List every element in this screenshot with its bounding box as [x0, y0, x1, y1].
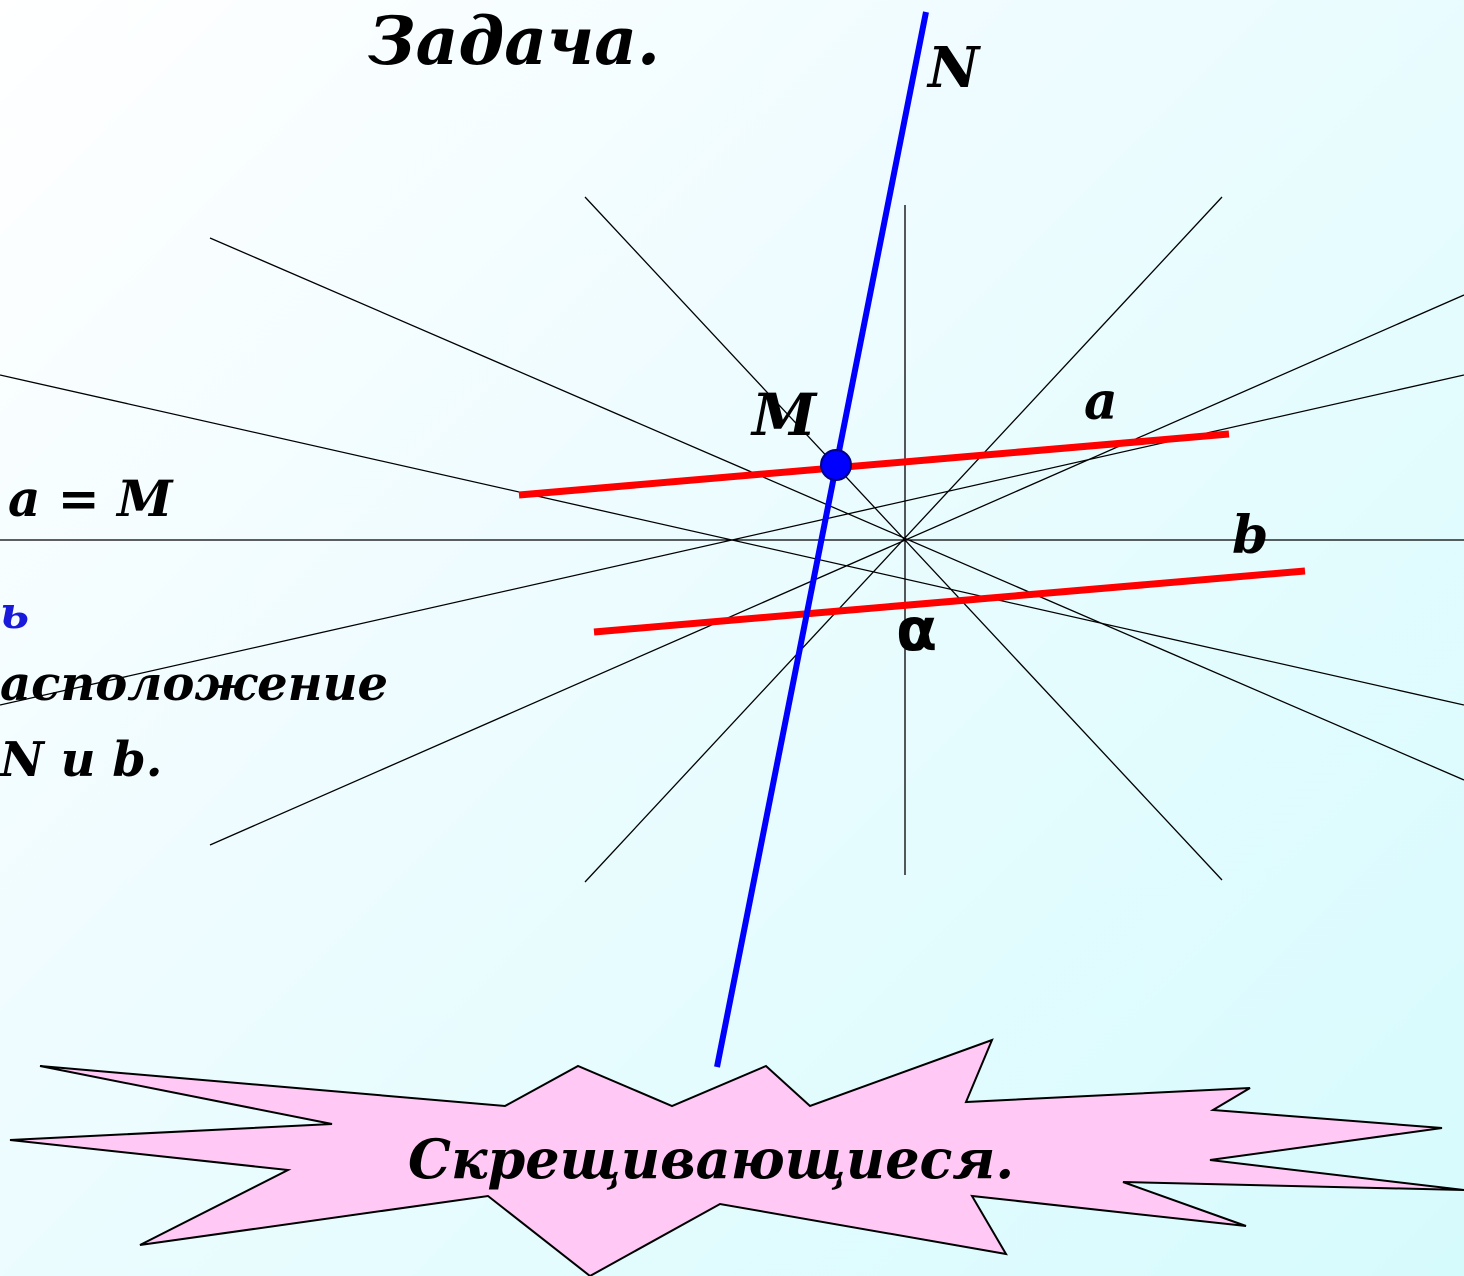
- answer-text: Скрещивающиеся.: [408, 1127, 1015, 1191]
- label-a: a: [1084, 371, 1118, 432]
- task-text-line3: N и b.: [0, 732, 163, 788]
- ray-shallow-up: [0, 374, 1464, 706]
- ray-steep-down: [584, 196, 1223, 881]
- page-title: Задача.: [368, 2, 660, 80]
- line-b: [593, 567, 1306, 636]
- ray-steep-up: [584, 196, 1223, 883]
- label-b: b: [1232, 505, 1269, 566]
- ray-medium-down: [209, 237, 1464, 781]
- plane-rays: [0, 196, 1464, 883]
- task-text-line2: асположение: [0, 656, 389, 712]
- label-N: N: [928, 35, 980, 101]
- condition-text: a = M: [8, 469, 173, 528]
- task-text-line1: ь: [0, 588, 30, 639]
- line-a: [518, 430, 1230, 499]
- line-MN: [714, 11, 929, 1068]
- point-M: [820, 449, 852, 481]
- answer-star: [9, 1038, 1464, 1276]
- label-M: M: [752, 381, 817, 449]
- label-plane-alpha: α: [896, 595, 938, 665]
- ray-medium-up: [209, 294, 1464, 846]
